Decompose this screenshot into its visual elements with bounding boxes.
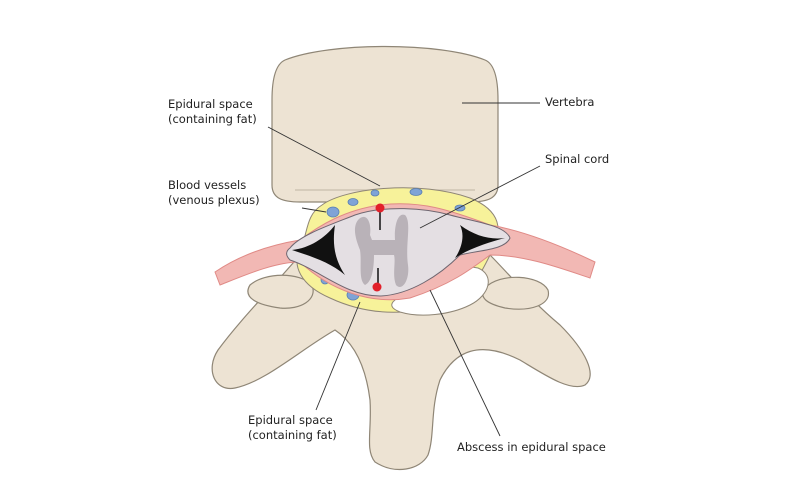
label-vertebra: Vertebra [545,95,595,109]
nerve-root-dark-right [455,225,505,258]
label-line: Epidural space [168,97,253,111]
label-epidural-space-bottom: Epidural space (containing fat) [248,413,337,443]
label-epidural-space-top: Epidural space (containing fat) [168,97,257,127]
leader-abscess [429,289,501,437]
label-abscess: Abscess in epidural space [457,440,606,454]
leader-blood-vessels [301,207,327,213]
grey-matter [354,214,409,288]
leader-spinal-cord [419,165,541,229]
label-line: (venous plexus) [168,193,260,207]
label-line: (containing fat) [168,112,257,126]
label-line: (containing fat) [248,428,337,442]
left-transverse-process [247,274,314,309]
label-blood-vessels: Blood vessels (venous plexus) [168,178,260,208]
label-line: Epidural space [248,413,333,427]
label-spinal-cord: Spinal cord [545,152,610,166]
anterior-spinal-artery [375,203,385,213]
leader-epidural-bottom [315,301,361,411]
leader-epidural-top [267,126,381,187]
vertebral-body [271,45,499,203]
label-line: Blood vessels [168,178,247,192]
posterior-spinal-artery [372,282,382,292]
right-transverse-process [482,276,549,310]
nerve-root-dark-left [292,225,345,275]
vertebral-arch [211,254,591,470]
